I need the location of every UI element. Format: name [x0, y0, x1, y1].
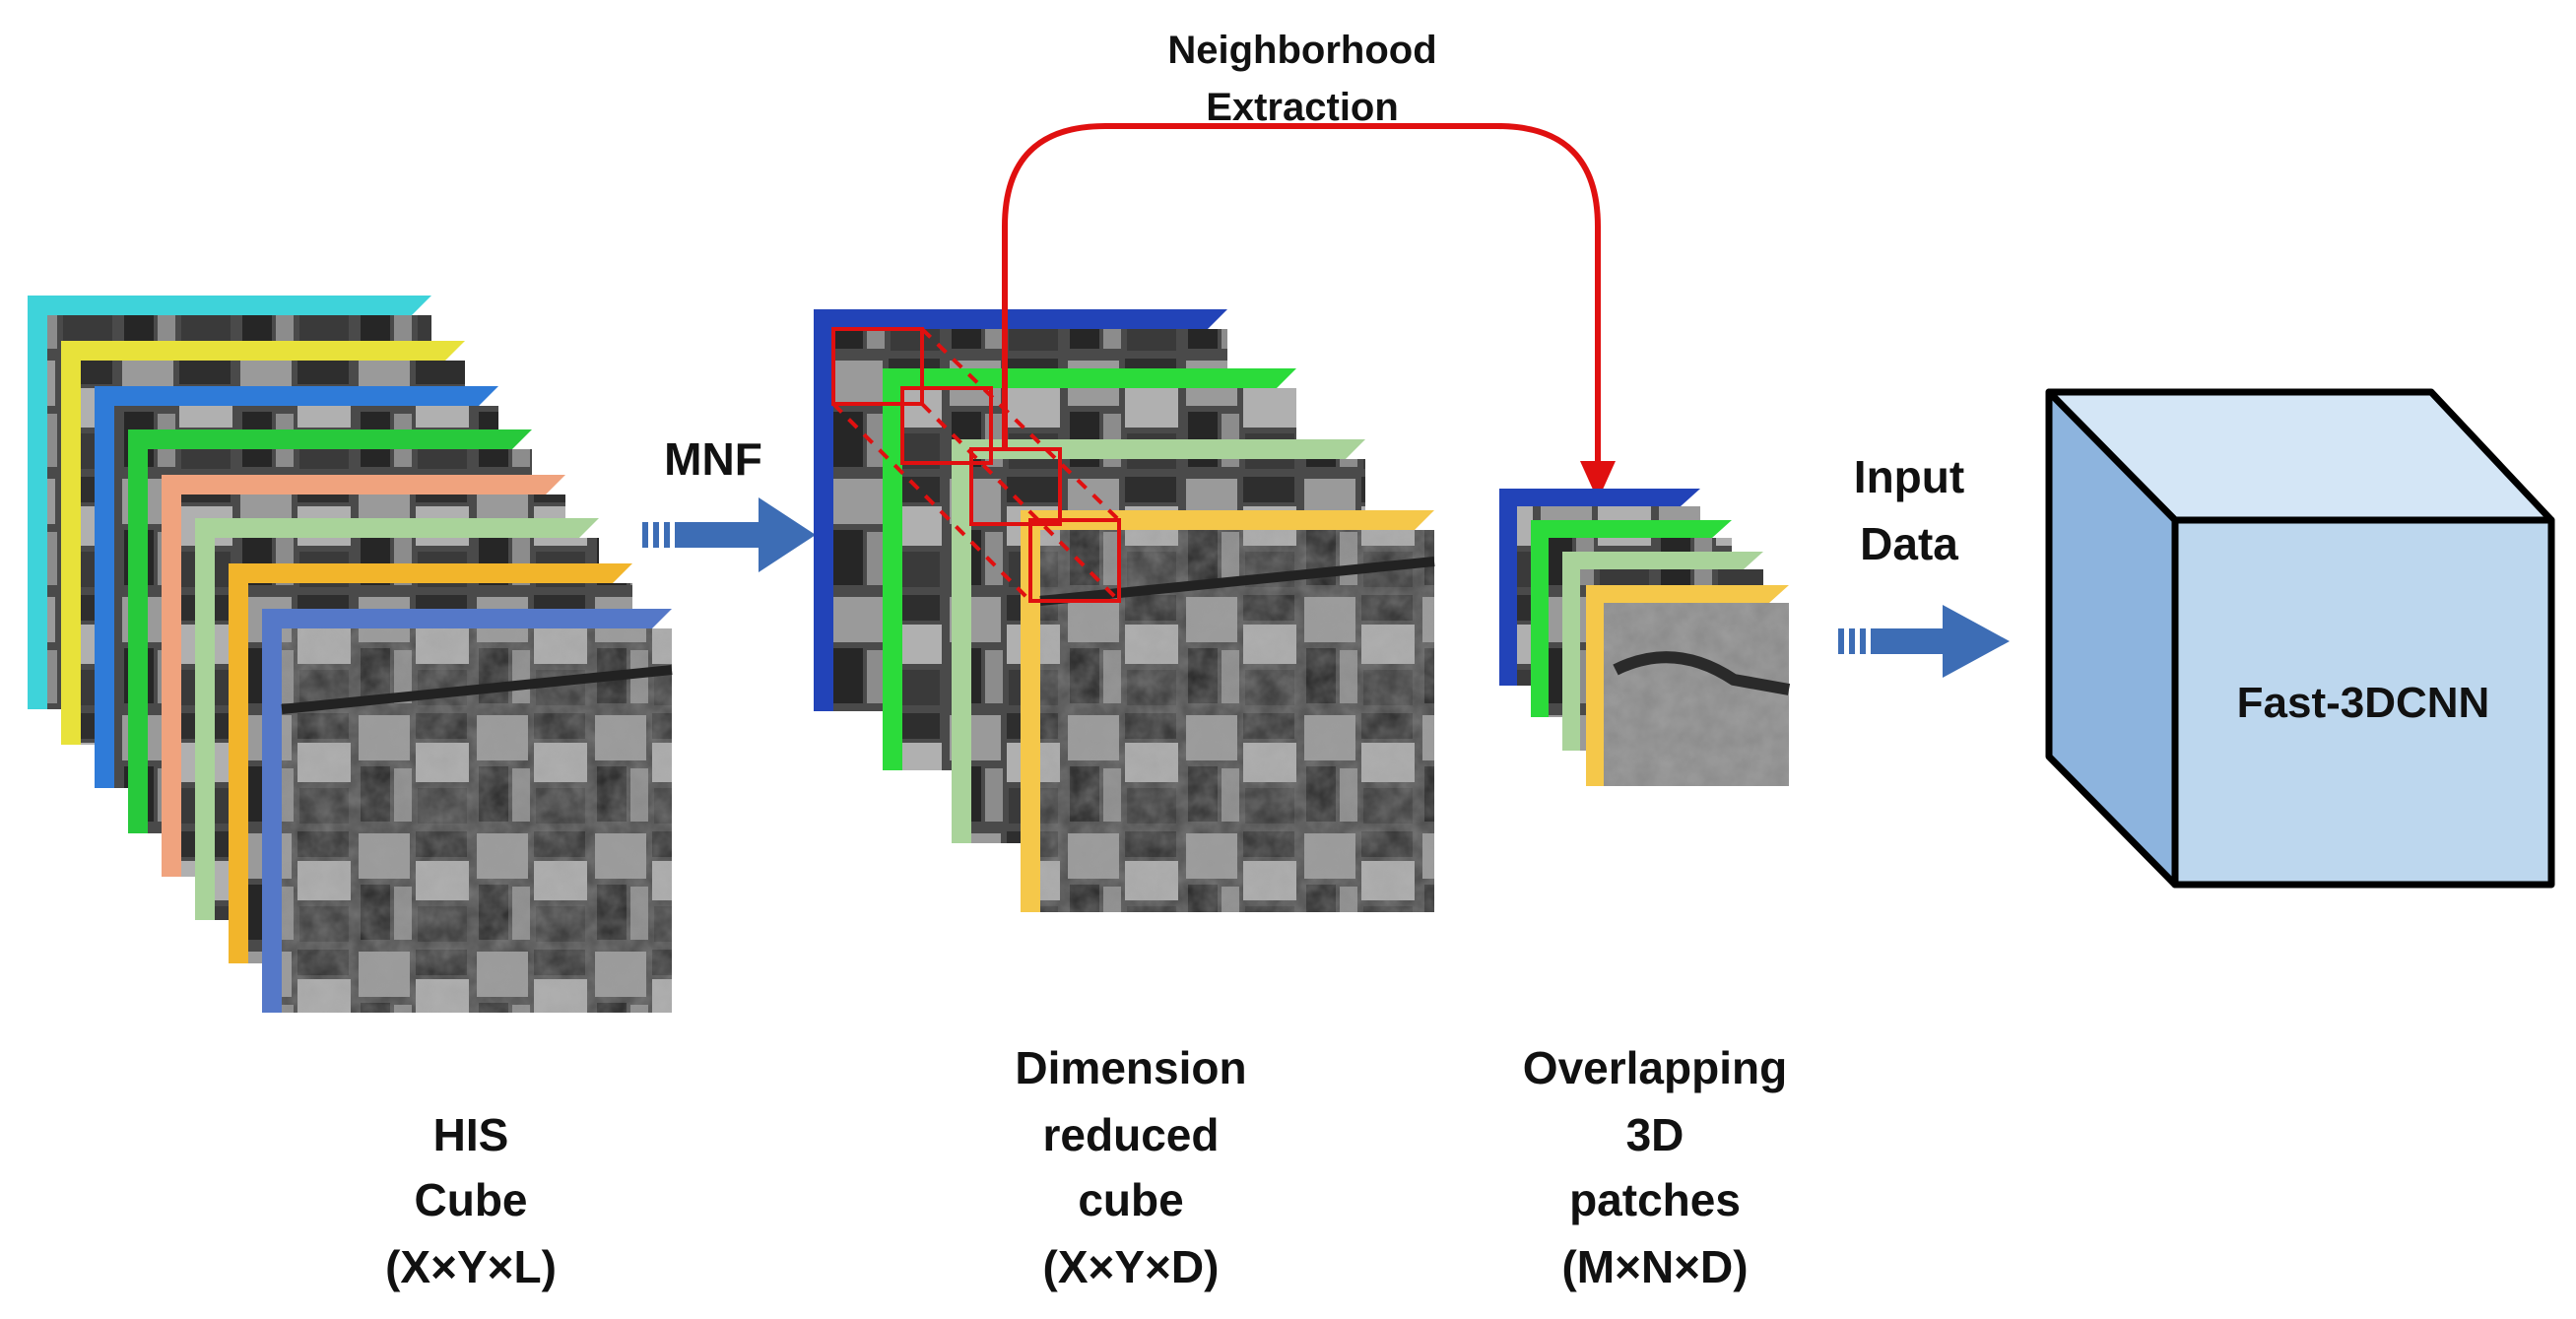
his-cube	[28, 296, 673, 1013]
patches-caption: Overlapping 3D patches (M×N×D)	[1523, 1042, 1787, 1292]
his-cube-caption: HIS Cube (X×Y×L)	[385, 1109, 557, 1292]
his-caption-line3: (X×Y×L)	[385, 1241, 557, 1292]
reduced-cube-caption: Dimension reduced cube (X×Y×D)	[1015, 1042, 1246, 1292]
extraction-arrowhead	[1580, 461, 1616, 500]
neighborhood-label-line1: Neighborhood	[1167, 29, 1436, 72]
neighborhood-windows	[831, 327, 1121, 603]
patches-caption-line4: (M×N×D)	[1561, 1241, 1748, 1292]
patches-stack	[1499, 489, 1791, 786]
patches-caption-line2: 3D	[1626, 1109, 1684, 1160]
reduced-layer-front	[1021, 510, 1435, 912]
input-data-label-line1: Input	[1854, 451, 1964, 502]
patches-caption-line1: Overlapping	[1523, 1042, 1787, 1093]
input-data-arrow	[1838, 605, 2010, 678]
fast-3dcnn-box	[2045, 388, 2555, 889]
reduced-caption-line4: (X×Y×D)	[1043, 1241, 1220, 1292]
his-layer-front	[262, 609, 673, 1013]
reduced-caption-line3: cube	[1078, 1174, 1183, 1225]
input-data-label-line2: Data	[1860, 518, 1958, 569]
reduced-caption-line1: Dimension	[1015, 1042, 1246, 1093]
fast-3dcnn-label: Fast-3DCNN	[2237, 679, 2490, 727]
mnf-arrow	[642, 497, 816, 572]
his-caption-line2: Cube	[415, 1174, 528, 1225]
patch-layer-front	[1586, 585, 1791, 786]
reduced-caption-line2: reduced	[1043, 1109, 1220, 1160]
his-caption-line1: HIS	[433, 1109, 509, 1160]
reduced-cube	[814, 309, 1435, 912]
cube-front-face	[2171, 516, 2555, 889]
mnf-label: MNF	[664, 433, 762, 485]
neighborhood-label-line2: Extraction	[1206, 86, 1399, 129]
extraction-arrow	[1002, 123, 1601, 463]
patches-caption-line3: patches	[1569, 1174, 1741, 1225]
